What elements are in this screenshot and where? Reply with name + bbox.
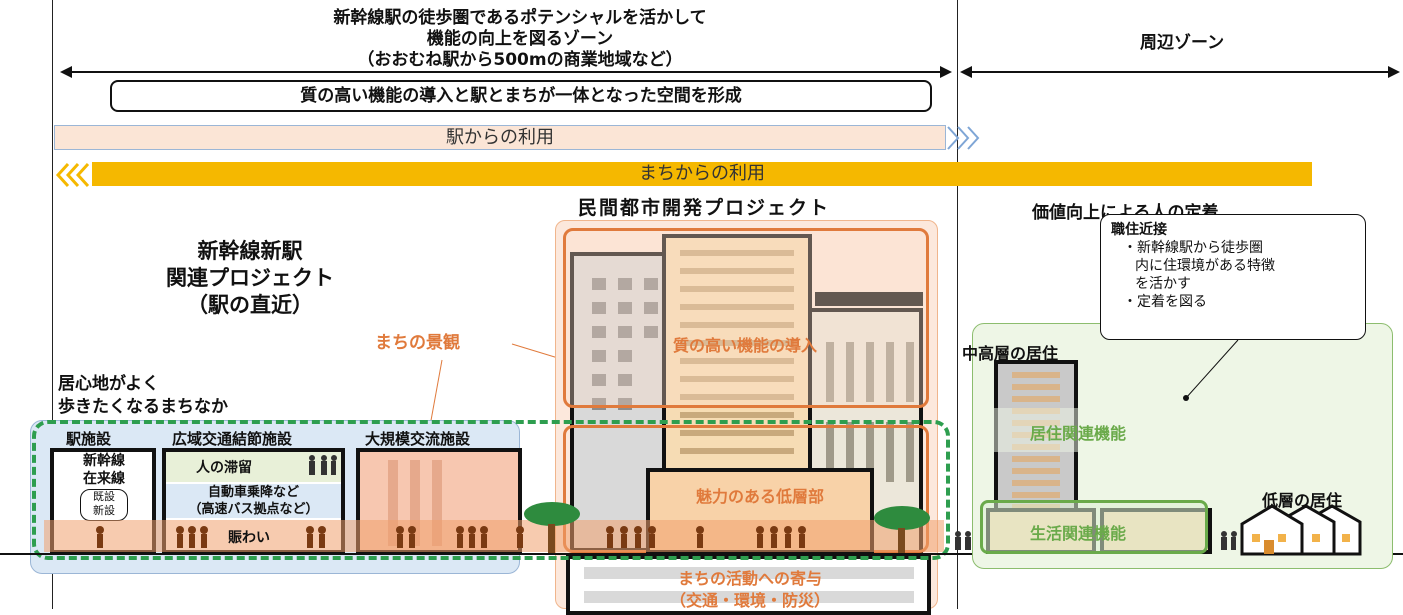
new-label: 新設 (93, 504, 115, 517)
stay-people (309, 455, 337, 475)
left-zone-title: 新幹線駅の徒歩圏であるポテンシャルを活かして 機能の向上を図るゾーン （おおむね… (150, 8, 890, 71)
daily-life-frame (980, 500, 1208, 554)
station-project-label: 新幹線新駅 関連プロジェクト （駅の直近） (120, 238, 380, 319)
from-town-band: まちからの利用 (92, 162, 1312, 186)
car-label: 自動車乗降など （高速バス拠点など） (166, 484, 341, 518)
right-zone-arrow-head-left (960, 66, 972, 78)
walkable-line2: 歩きたくなるまちなか (58, 397, 228, 417)
left-zone-title-line2: 機能の向上を図るゾーン (426, 29, 614, 49)
callout-bullet2: ・定着を図る (1123, 294, 1207, 310)
station-lines: 新幹線 在来線 (56, 452, 152, 488)
residential-overlay (985, 408, 1135, 452)
transport-facility-label: 広域交通結節施設 (172, 430, 293, 448)
station-facility-label: 駅施設 (66, 430, 112, 448)
left-zone-title-line3: （おおむね駅から500mの商業地域など） (357, 50, 683, 70)
existing-new-badge: 既設 新設 (80, 489, 128, 521)
townscape-label: まちの景観 (375, 333, 460, 353)
right-zone-arrow (966, 71, 1390, 73)
contribution-line2: （交通・環境・防災） (669, 591, 830, 610)
from-station-band: 駅からの利用 (54, 125, 946, 150)
callout-title: 職住近接 (1111, 222, 1167, 238)
from-town-label: まちからの利用 (639, 163, 765, 184)
from-station-label: 駅からの利用 (446, 127, 554, 148)
shinkansen-line: 新幹線 (83, 453, 125, 469)
high-quality-label: 質の高い機能の導入 (672, 336, 817, 355)
tree-right (874, 506, 930, 554)
right-zone-arrow-head-right (1388, 66, 1400, 78)
left-zone-arrow-head-left (60, 66, 72, 78)
high-quality-frame (563, 228, 929, 408)
ground-line (0, 553, 1403, 555)
callout-bullet1-line1: ・新幹線駅から徒歩圏 (1123, 240, 1263, 256)
left-zone-arrow-head-right (940, 66, 952, 78)
stay-label: 人の滞留 (196, 460, 252, 476)
low-rise-label: 低層の居住 (1262, 491, 1343, 510)
bustle-label: 賑わい (228, 530, 270, 546)
people-silhouettes (96, 526, 806, 548)
left-zone-title-line1: 新幹線駅の徒歩圏であるポテンシャルを活かして (333, 8, 707, 28)
walkable-label: 居心地がよく 歩きたくなるまちなか (58, 373, 228, 419)
bus-text: （高速バス拠点など） (188, 502, 319, 517)
callout-pointer (1183, 339, 1239, 401)
residential-label: 居住関連機能 (1030, 424, 1127, 443)
low-floor-label: 魅力のある低層部 (695, 487, 824, 506)
existing-label: 既設 (93, 490, 115, 503)
station-project-line2: 関連プロジェクト (166, 266, 334, 290)
car-zone (166, 484, 341, 518)
mid-high-label: 中高層の居住 (962, 344, 1059, 363)
walkers-right (955, 531, 1237, 550)
daily-life-label: 生活関連機能 (1030, 524, 1127, 543)
tree-left (524, 502, 580, 554)
from-station-chevrons (947, 126, 980, 150)
callout-box: 職住近接 ・新幹線駅から徒歩圏 内に住環境がある特徴 を活かす ・定着を図る (1100, 214, 1366, 340)
gray-tower (570, 252, 670, 552)
station-project-line1: 新幹線新駅 (197, 239, 303, 263)
car-text: 自動車乗降など (207, 485, 299, 500)
callout-bullet1-line2: 内に住環境がある特徴 (1135, 258, 1275, 274)
houses-icon (1240, 504, 1362, 556)
concept-box-text: 質の高い機能の導入と駅とまちが一体となった空間を形成 (300, 86, 742, 106)
contribution-line1: まちの活動への寄与 (677, 569, 822, 588)
zone-boundary-line (957, 0, 958, 609)
left-zone-arrow (66, 71, 942, 73)
conventional-line: 在来線 (83, 471, 125, 487)
station-project-line3: （駅の直近） (187, 293, 313, 317)
townscape-leader-lines (429, 343, 559, 427)
right-tower-cap (815, 292, 923, 306)
walkable-line1: 居心地がよく (58, 374, 160, 394)
exchange-facility-label: 大規模交流施設 (365, 430, 471, 448)
concept-box: 質の高い機能の導入と駅とまちが一体となった空間を形成 (110, 80, 932, 112)
right-zone-title: 周辺ゾーン (1140, 33, 1225, 53)
callout-bullet1-line3: を活かす (1135, 276, 1191, 292)
from-town-chevrons (55, 162, 90, 188)
walkable-dashed-boundary (32, 420, 950, 560)
contribution-label: まちの活動への寄与 （交通・環境・防災） (580, 568, 920, 612)
left-boundary-line (52, 0, 53, 609)
private-project-title: 民間都市開発プロジェクト (578, 197, 831, 219)
